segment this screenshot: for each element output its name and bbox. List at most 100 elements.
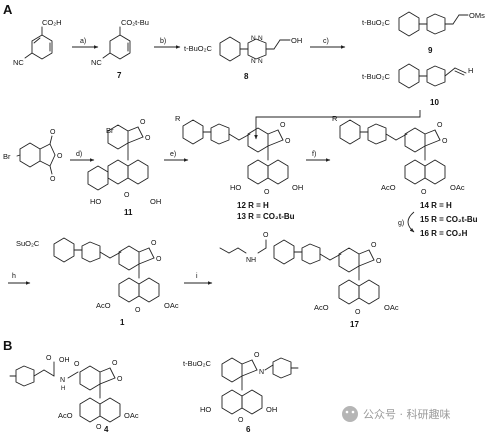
atom-n-8d: N <box>258 58 263 65</box>
atom-n-6: N <box>259 369 264 376</box>
atom-o-12c: O <box>264 189 270 196</box>
structure-compound-17: NH O O O AcO OAc O 17 <box>219 232 399 329</box>
group-ho-6: HO <box>200 405 211 414</box>
reagent-e: e) <box>170 151 176 158</box>
group-oh-8: OH <box>291 36 302 45</box>
compound-label-16: 16 R = CO₂H <box>420 229 468 238</box>
compound-label-11: 11 <box>124 208 133 217</box>
compound-label-14: 14 R = H <box>420 201 452 210</box>
group-aco-4: AcO <box>58 411 73 420</box>
compound-label-9: 9 <box>428 46 433 55</box>
group-oms-9: OMs <box>469 11 485 20</box>
group-nc-7: NC <box>91 58 102 67</box>
group-suo2c-1: SuO₂C <box>16 239 40 248</box>
atom-o-4c: O <box>112 360 118 367</box>
arrow-step-g <box>407 211 415 233</box>
structure-compound-11: Br O O HO OH O 11 <box>87 119 161 217</box>
atom-o-1b: O <box>156 256 162 263</box>
atom-o-1a: O <box>151 240 157 247</box>
group-nc: NC <box>13 58 24 67</box>
group-tbuo2c-10: t-BuO₂C <box>362 72 391 81</box>
group-oh-6: OH <box>266 405 277 414</box>
compound-label-15: 15 R = CO₂t-Bu <box>420 215 478 224</box>
structure-bromophthalic-anhydride: Br O O O <box>3 129 63 183</box>
atom-o-14c: O <box>421 189 427 196</box>
atom-o-17a: O <box>371 242 377 249</box>
panel-label-b: B <box>3 338 12 353</box>
structure-compound-1: SuO₂C O O AcO OAc O 1 <box>16 237 179 327</box>
group-br-11: Br <box>106 126 114 135</box>
atom-o-4b: O <box>74 361 80 368</box>
atom-n-8a: N <box>251 35 256 42</box>
structure-compound-6: t-BuO₂C O N HO OH O 6 <box>183 352 299 434</box>
group-r-14: R <box>332 114 338 123</box>
reagent-c: c) <box>323 38 329 45</box>
compound-label-8: 8 <box>244 72 249 81</box>
group-ho-11: HO <box>90 197 101 206</box>
group-tbuo2c-6: t-BuO₂C <box>183 359 212 368</box>
atom-o-6a: O <box>254 352 260 359</box>
atom-o-anh1: O <box>50 129 56 136</box>
group-oh-11: OH <box>150 197 161 206</box>
compound-label-17: 17 <box>350 320 359 329</box>
atom-o-4d: O <box>117 376 123 383</box>
atom-n-8c: N <box>251 58 256 65</box>
wechat-icon <box>342 406 358 422</box>
group-oh-4: OH <box>59 357 70 364</box>
group-co2tbu: CO₂t-Bu <box>121 18 149 27</box>
arrow-connector-10 <box>254 110 421 140</box>
group-aco-17: AcO <box>314 303 329 312</box>
reagent-b: b) <box>160 38 166 45</box>
compound-label-7: 7 <box>117 71 122 80</box>
compound-label-13: 13 R = CO₂t-Bu <box>237 212 295 221</box>
reagent-a: a) <box>80 38 86 45</box>
structure-compound-7: CO₂t-Bu NC 7 <box>91 18 149 80</box>
atom-o-17c: O <box>355 309 361 316</box>
reagent-h: h <box>12 273 16 280</box>
group-aco-1: AcO <box>96 301 111 310</box>
group-h-10: H <box>468 66 473 75</box>
atom-o-1c: O <box>135 307 141 314</box>
group-oh-12: OH <box>292 183 303 192</box>
structure-compound-14-16: R O O AcO OAc O 14 R = H g) 15 R = CO₂t-… <box>332 114 478 238</box>
atom-h-4: H <box>61 386 65 392</box>
group-oac-1: OAc <box>164 301 179 310</box>
reagent-d: d) <box>76 151 82 158</box>
atom-o-11b: O <box>145 135 151 142</box>
atom-o-12b: O <box>285 138 291 145</box>
group-oac-4: OAc <box>124 411 139 420</box>
compound-label-6: 6 <box>246 425 251 434</box>
compound-label-4: 4 <box>104 425 109 434</box>
reagent-g: g) <box>398 220 404 227</box>
reagent-i: i <box>196 273 198 280</box>
group-oac-17: OAc <box>384 303 399 312</box>
atom-o-17-amide: O <box>263 232 269 239</box>
atom-o-14a: O <box>437 122 443 129</box>
structure-compound-9: t-BuO₂C OMs 9 <box>362 11 485 55</box>
group-tbuo2c-8: t-BuO₂C <box>184 44 213 53</box>
atom-o-4a: O <box>46 355 52 362</box>
atom-n-8b: N <box>258 35 263 42</box>
compound-label-1: 1 <box>120 318 125 327</box>
structure-compound-4: O OH N H O O O AcO OAc O 4 <box>9 355 139 434</box>
group-br-1: Br <box>3 152 11 161</box>
group-co2h: CO₂H <box>42 18 62 27</box>
structure-cyanobenzoic-acid: CO₂H NC <box>13 18 62 67</box>
atom-o-14b: O <box>442 138 448 145</box>
atom-o-11a: O <box>140 119 146 126</box>
compound-label-10: 10 <box>430 98 439 107</box>
atom-o-17b: O <box>376 258 382 265</box>
structure-compound-8: t-BuO₂C OH N N N N 8 <box>184 35 302 81</box>
atom-o-11c: O <box>124 192 130 199</box>
atom-o-anh2: O <box>57 153 63 160</box>
group-oac-14: OAc <box>450 183 465 192</box>
atom-o-6b: O <box>238 417 244 424</box>
group-ho-12: HO <box>230 183 241 192</box>
structure-compound-12-13: R O O HO OH O 12 R = H 13 R = CO₂t-Bu <box>175 114 303 221</box>
atom-o-12a: O <box>280 122 286 129</box>
group-tbuo2c-9: t-BuO₂C <box>362 18 391 27</box>
group-nh-17: NH <box>246 257 256 264</box>
atom-o-4e: O <box>96 424 102 431</box>
